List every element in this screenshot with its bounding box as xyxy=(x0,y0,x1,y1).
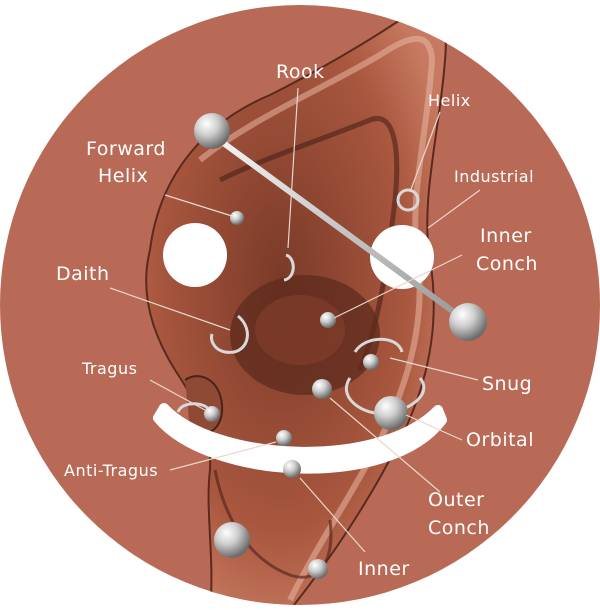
helix-ring xyxy=(396,188,420,212)
rook-jewelry xyxy=(283,253,295,282)
label-rook: Rook xyxy=(276,61,325,83)
label-inner-conch-line1: Inner xyxy=(480,225,532,247)
smile-cutout xyxy=(153,403,447,474)
daith-ring xyxy=(210,314,249,354)
snug-ring xyxy=(353,337,404,353)
lobe-stud-large xyxy=(214,522,250,558)
earlobe xyxy=(213,469,333,579)
label-forward-helix-line1: Forward xyxy=(86,138,166,160)
tragus-ball xyxy=(204,406,220,422)
antihelix xyxy=(218,116,400,371)
right-eye-cutout xyxy=(370,225,434,289)
industrial-ball-end xyxy=(449,303,487,341)
anti-tragus-stud xyxy=(276,430,292,446)
label-forward-helix-line2: Helix xyxy=(98,165,148,187)
conch-inner xyxy=(255,295,345,365)
label-industrial: Industrial xyxy=(454,167,534,186)
orbital-ball xyxy=(374,396,408,430)
left-eye-cutout xyxy=(163,223,227,287)
label-daith: Daith xyxy=(56,263,110,285)
label-snug: Snug xyxy=(482,373,532,395)
industrial-bar xyxy=(219,139,465,321)
inner-conch-stud xyxy=(320,312,336,328)
lobe-stud-mid xyxy=(283,460,301,478)
label-anti-tragus: Anti-Tragus xyxy=(64,461,158,480)
outer-conch-stud xyxy=(312,379,332,399)
snug-ball xyxy=(363,354,379,370)
label-inner-conch-line2: Conch xyxy=(476,253,538,275)
forward-helix-ball-large xyxy=(194,113,230,149)
label-tragus: Tragus xyxy=(81,359,137,378)
label-outer-conch-line2: Conch xyxy=(428,517,490,539)
lobe-stud-small xyxy=(308,559,328,579)
label-inner-bottom: Inner xyxy=(358,558,410,580)
label-helix: Helix xyxy=(428,91,471,110)
label-orbital: Orbital xyxy=(466,429,534,451)
leader-lines xyxy=(109,87,481,553)
label-outer-conch-line1: Outer xyxy=(428,489,484,511)
forward-helix-ball-small xyxy=(230,211,244,225)
